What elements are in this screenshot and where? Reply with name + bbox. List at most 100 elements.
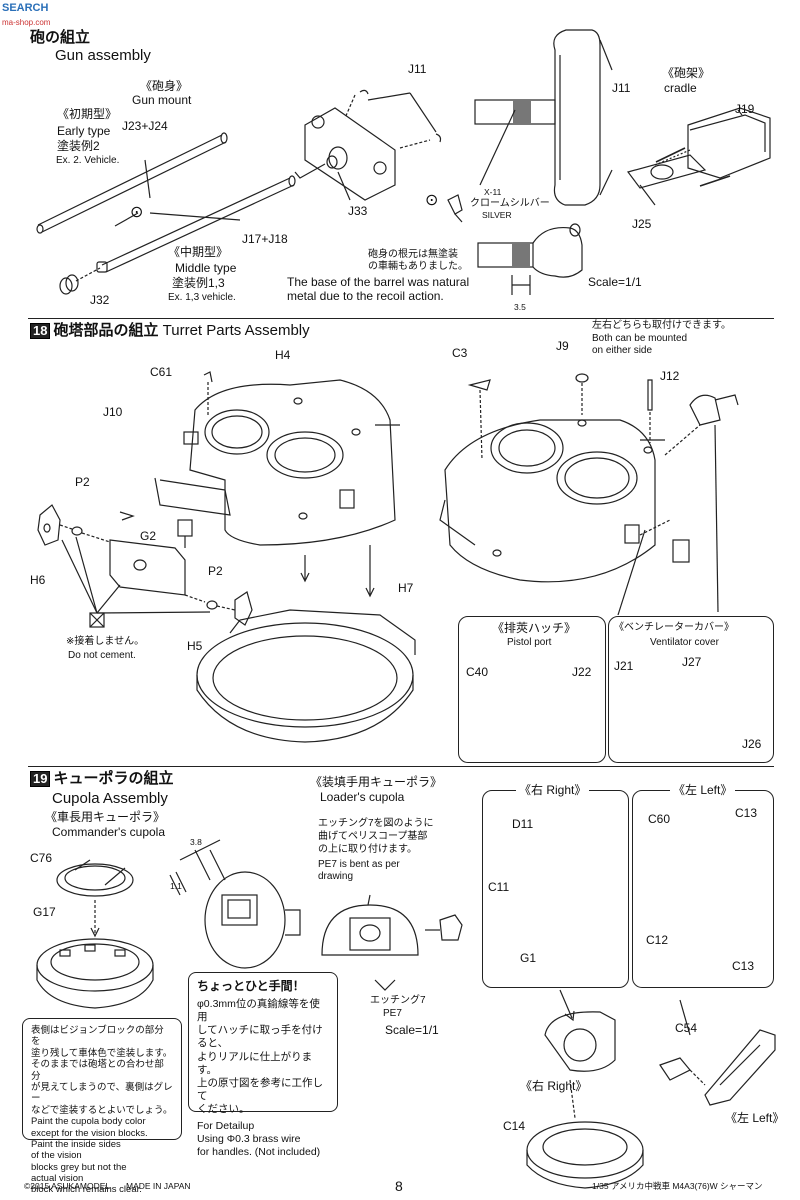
step19-title-en: Cupola Assembly (52, 790, 168, 807)
part-g2: G2 (140, 529, 157, 543)
part-c54: C54 (675, 1021, 698, 1035)
pe7-en: PE7 (383, 1008, 402, 1019)
mantlet-profile-drawing (474, 29, 613, 206)
gun-mount-label-en: Gun mount (132, 93, 192, 107)
step17-title-en: Gun assembly (55, 47, 151, 64)
divider-1 (28, 318, 774, 319)
part-h7: H7 (398, 581, 414, 595)
part-j26: J26 (742, 737, 762, 751)
step18-title-en: Turret Parts Assembly (162, 322, 310, 339)
ventilator-en: Ventilator cover (650, 637, 719, 648)
barrel-note-en-2: metal due to the recoil action. (287, 289, 444, 303)
footer-copyright: ©2015 ASUKAMODEL (24, 1181, 111, 1191)
no-cement-jp: ※接着しません。 (66, 636, 145, 647)
part-j9: J9 (556, 339, 569, 353)
cradle-label-jp: 《砲架》 (662, 66, 711, 80)
footer-product: 1/35 アメリカ中戦車 M4A3(76)W シャーマン (592, 1181, 763, 1191)
cmd-cupola-jp: 《車長用キューポラ》 (45, 810, 166, 824)
pistol-port-en: Pistol port (507, 637, 552, 648)
vent-part-drawing (689, 394, 739, 426)
turret-assembled-drawing (439, 419, 665, 583)
no-cement-mark-icon (89, 612, 105, 628)
turret-exploded-drawing (154, 371, 400, 546)
pistol-port-plate-drawing (109, 539, 253, 626)
right-inset-title: 《右 Right》 (516, 783, 590, 798)
paint-code: X-11 (484, 187, 502, 197)
step17-title: 砲の組立 (30, 29, 90, 47)
pe-note-en-2: drawing (318, 871, 354, 882)
tip-en-1: For Detailup (197, 1120, 255, 1133)
part-j17-j18: J17+J18 (242, 232, 288, 246)
part-j12: J12 (660, 369, 680, 383)
right-hatch-inset (482, 790, 629, 988)
part-g1: G1 (520, 951, 537, 965)
cupola-bottom-drawing (526, 1011, 644, 1189)
pistol-port-hatch-small-drawing (672, 539, 690, 563)
paint-note-jp-5: などで塗装するとよいでしょう。 (31, 1104, 173, 1116)
paint-note-en-6: actual vision (31, 1173, 84, 1185)
early-type-jp: 《初期型》 (57, 107, 118, 121)
right-label: 《右 Right》 (520, 1079, 588, 1093)
paint-note-jp-1: 表側はビジョンブロックの部分を (31, 1025, 164, 1048)
step17-scale: Scale=1/1 (588, 275, 642, 289)
cmd-cupola-en: Commander's cupola (52, 825, 166, 839)
paint-name-jp: クロームシルバー (470, 198, 550, 209)
tip-jp-4: 上の原寸図を参考に工作して (197, 1076, 323, 1102)
ventilator-inset (608, 616, 774, 763)
paint-note-jp-2: 塗り残して車体色で塗装します。 (31, 1047, 173, 1059)
divider-2 (28, 766, 774, 767)
early-paint-en: Ex. 2. Vehicle. (56, 155, 120, 166)
pistol-port-inset (458, 616, 606, 763)
pe-note-jp-1: エッチング7を図のように (318, 818, 434, 829)
c3-part-drawing (467, 379, 491, 461)
pe-note-jp-3: の上に取り付けます。 (318, 844, 417, 855)
lock-icon-2: ⊙ (425, 192, 439, 209)
step18-number: 18 (30, 323, 51, 340)
tip-jp-3: よりリアルに仕上がります。 (197, 1050, 313, 1076)
watermark-url: ma-shop.com (2, 18, 51, 27)
part-j22: J22 (572, 665, 592, 679)
paint-note-en-1: Paint the cupola body color (31, 1116, 146, 1128)
footer-made-in: MADE IN JAPAN (126, 1181, 191, 1191)
gun-mount-label-jp: 《砲身》 (140, 79, 189, 93)
part-h6: H6 (30, 573, 46, 587)
no-cement-en: Do not cement. (68, 650, 136, 661)
paint-note-en-7: block which remains clear. (31, 1184, 142, 1196)
left-hatch-bottom-drawing (704, 1029, 776, 1106)
step19-scale: Scale=1/1 (385, 1023, 439, 1037)
lock-icon: ⊙ (130, 204, 144, 221)
paint-note-jp-4: が見えてしまうので、裏側はグレー (31, 1081, 173, 1105)
paint-note-en-4: of the vision (31, 1150, 82, 1162)
part-c3: C3 (452, 346, 468, 360)
tip-jp-5: ください。 (197, 1103, 250, 1115)
pe7-jp: エッチング7 (370, 995, 426, 1006)
part-h4: H4 (275, 348, 291, 362)
step18-title-jp: 砲塔部品の組立 (53, 322, 159, 339)
step19-title-jp: キューポラの組立 (53, 770, 174, 787)
part-j11-a: J11 (408, 62, 427, 76)
part-j10: J10 (103, 405, 123, 419)
part-d11: D11 (512, 817, 534, 831)
ventilator-jp: 《ベンチレーターカバー》 (614, 622, 734, 633)
part-c13-a: C13 (735, 806, 758, 820)
g2-part-drawing (177, 519, 193, 548)
either-side-en-1: Both can be mounted (592, 333, 688, 344)
part-c12: C12 (646, 933, 669, 947)
barrel-note-jp-2: の車輛もありました。 (368, 261, 468, 272)
part-p2-a: P2 (75, 475, 90, 489)
barrel-note-jp-1: 砲身の根元は無塗装 (368, 249, 458, 260)
tip-jp-2: してハッチに取っ手を付けると、 (197, 1024, 323, 1050)
pe-note-jp-2: 曲げてペリスコープ基部 (318, 831, 428, 842)
mantlet-lower-drawing (477, 223, 583, 295)
page-number: 8 (395, 1178, 403, 1194)
part-j21: J21 (614, 659, 634, 673)
part-j11-b: J11 (612, 81, 631, 95)
paint-note-box: 表側はビジョンブロックの部分を 塗り残して車体色で塗装します。 そのままでは砲塔… (22, 1018, 182, 1195)
left-hatch-inset (632, 790, 774, 988)
dim-1-1: 1.1 (170, 881, 182, 891)
middle-paint-jp: 塗装例1,3 (172, 276, 225, 290)
early-type-en: Early type (57, 124, 111, 138)
dim-3-8: 3.8 (190, 837, 202, 847)
